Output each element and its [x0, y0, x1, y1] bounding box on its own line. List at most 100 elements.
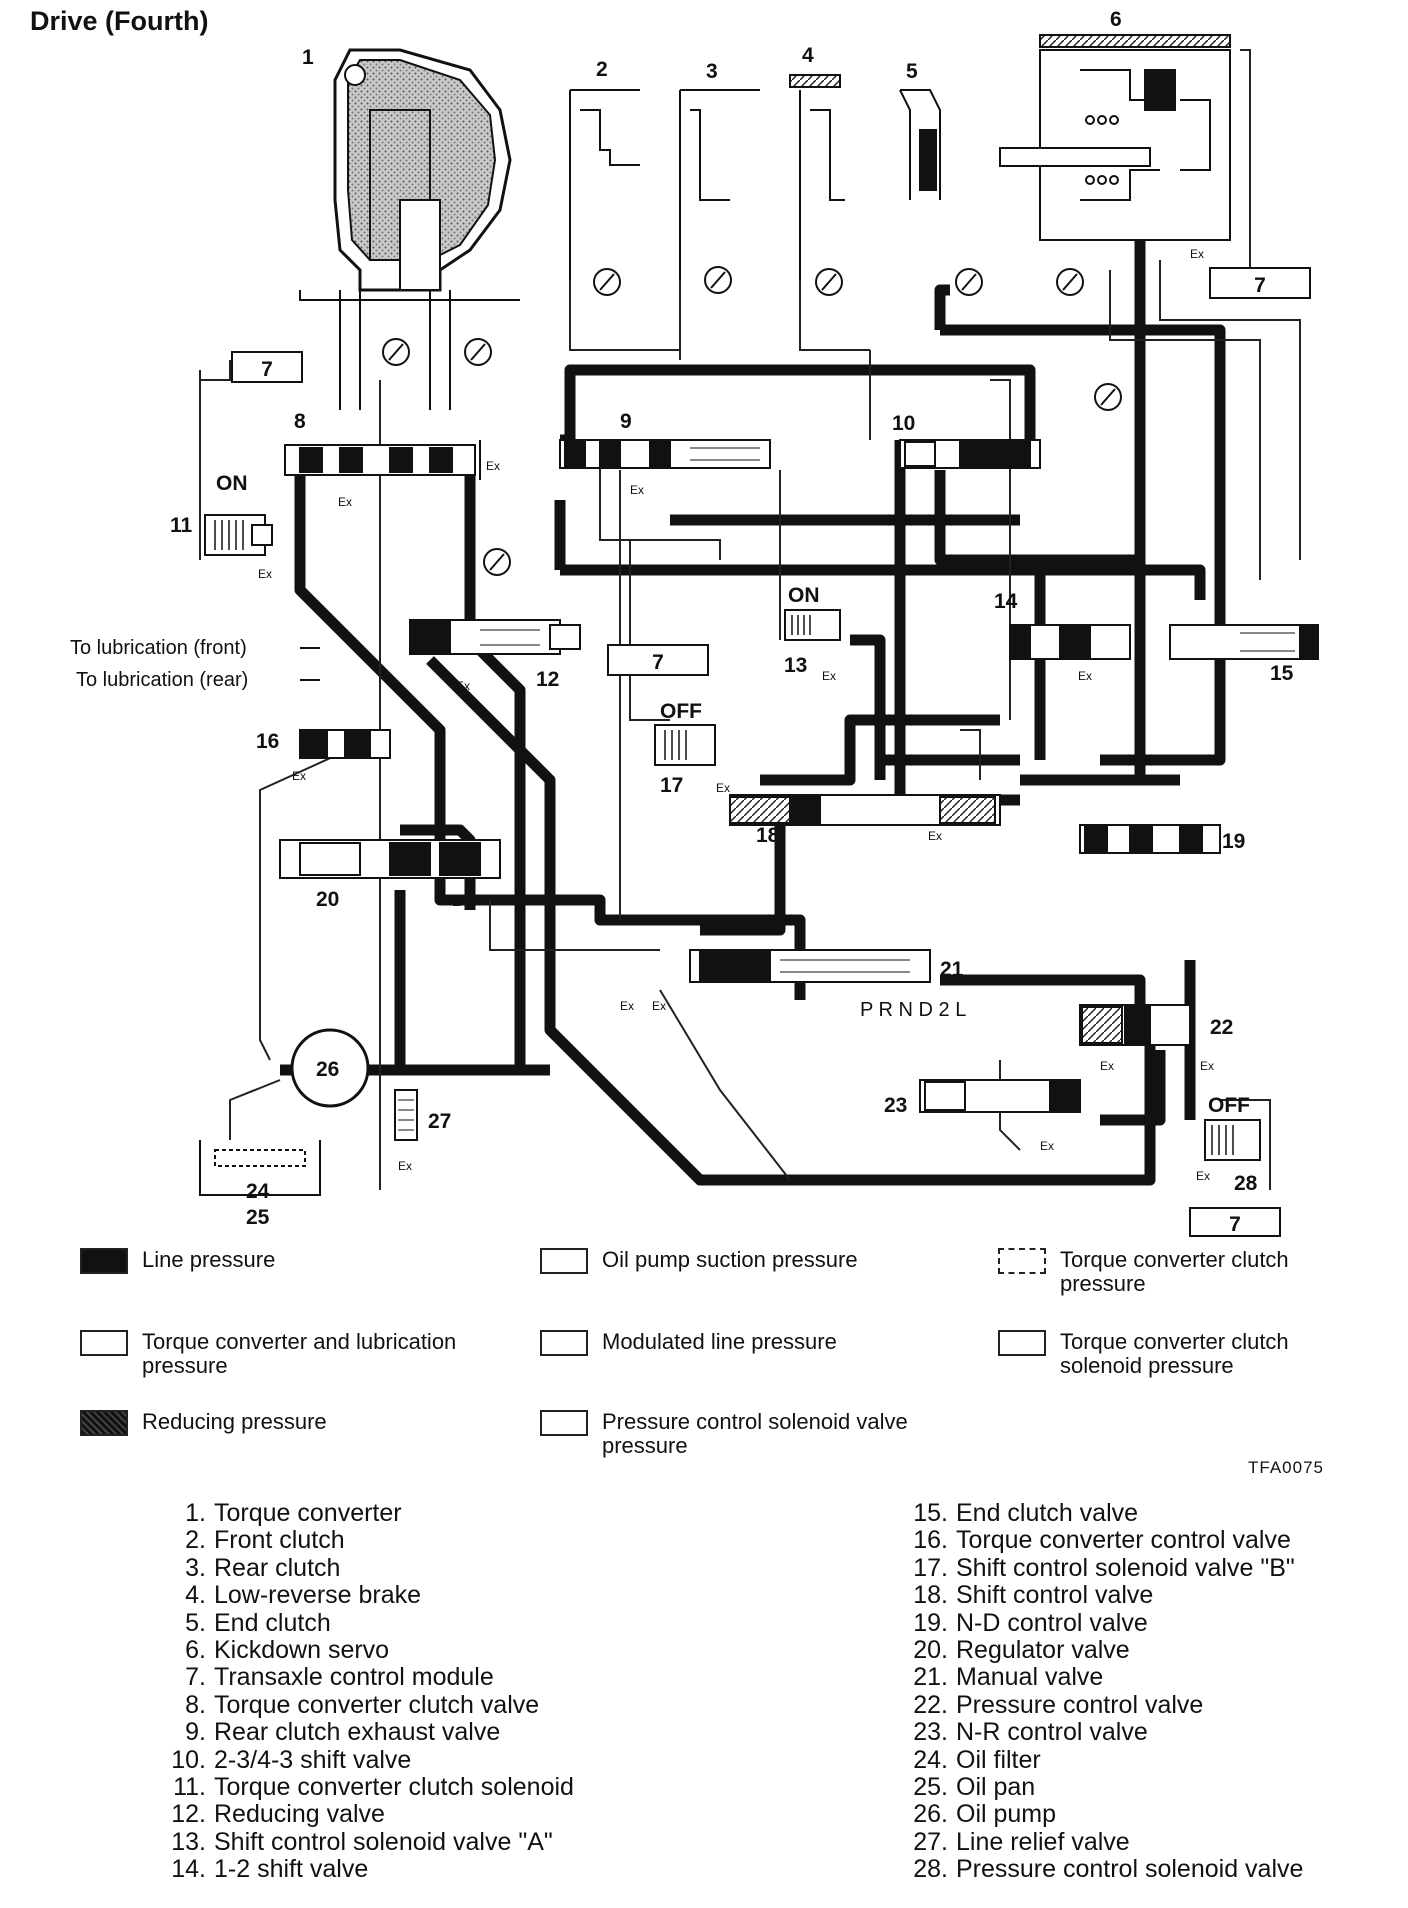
state-13: ON — [788, 584, 820, 607]
tcc-valve — [284, 440, 481, 480]
part-number: 14. — [171, 1855, 206, 1884]
tcm-label-2: 7 — [1254, 274, 1266, 297]
oil-pan — [199, 1140, 321, 1196]
part-list-item: 16.Torque converter control valve — [902, 1527, 1303, 1555]
callout-12: 12 — [536, 668, 559, 691]
ex-label: Ex — [1078, 669, 1092, 683]
part-number: 20. — [913, 1636, 948, 1665]
part-name: End clutch — [214, 1608, 331, 1637]
callout-18: 18 — [756, 824, 780, 847]
part-number: 25. — [913, 1773, 948, 1802]
part-name: Shift control valve — [956, 1581, 1154, 1610]
hydraulic-circuit-diagram: 7 7 7 7 1 2 3 4 5 6 8 9 10 11 12 13 14 1… — [70, 8, 1319, 1237]
legend-label: Torque converter clutch pressure — [1060, 1247, 1289, 1296]
tcm-boxes — [231, 267, 1311, 1237]
tc-control-valve — [299, 729, 391, 759]
shift-solenoid-b — [654, 724, 716, 766]
ex-label: Ex — [1100, 1059, 1114, 1073]
swatch-modulated-line — [540, 1330, 588, 1356]
rear-clutch-exhaust-valve — [559, 439, 771, 469]
part-number: 24. — [913, 1745, 948, 1774]
part-list-item: 14. 1-2 shift valve — [160, 1855, 574, 1884]
callout-1: 1 — [302, 46, 314, 69]
legend-tcc-solenoid: Torque converter clutch solenoid pressur… — [998, 1330, 1338, 1378]
figure-code: TFA0075 — [1248, 1458, 1324, 1477]
legend-line-pressure: Line pressure — [80, 1248, 275, 1274]
part-name: Pressure control solenoid valve — [956, 1855, 1304, 1884]
nd-control-valve — [1079, 824, 1221, 854]
part-number: 22. — [913, 1690, 948, 1719]
part-list-item: 22. Pressure control valve — [902, 1690, 1303, 1719]
part-number: 15. — [913, 1499, 948, 1527]
callout-25: 25 — [246, 1206, 270, 1229]
legend-label: Modulated line pressure — [602, 1329, 837, 1354]
ex-label: Ex — [1200, 1059, 1214, 1073]
callout-10: 10 — [892, 412, 915, 435]
part-list-item: 3.Rear clutch — [160, 1554, 574, 1582]
end-clutch-valve — [1169, 624, 1319, 660]
part-number: 26. — [913, 1800, 948, 1829]
legend-label: Oil pump suction pressure — [602, 1247, 858, 1272]
part-number: 27. — [913, 1827, 948, 1856]
tcm-label-3: 7 — [652, 651, 664, 674]
callout-24: 24 — [246, 1180, 270, 1203]
part-list-item: 10.2-3/4-3 shift valve — [160, 1745, 574, 1774]
part-number: 4. — [185, 1581, 206, 1610]
legend-label: Torque converter clutch solenoid pressur… — [1060, 1329, 1289, 1378]
part-list-item: 26. Oil pump — [902, 1800, 1303, 1829]
part-name: N-D control valve — [956, 1608, 1148, 1637]
part-number: 28. — [913, 1855, 948, 1884]
part-list-item: 6.Kickdown servo — [160, 1636, 574, 1664]
end-clutch — [899, 89, 941, 200]
part-name: Pressure control valve — [956, 1690, 1204, 1719]
shift-valve-2-3-4-3 — [899, 439, 1041, 469]
part-number: 10. — [171, 1745, 206, 1774]
part-number: 1. — [185, 1499, 206, 1527]
callout-14: 14 — [994, 590, 1018, 613]
part-name: 1-2 shift valve — [214, 1855, 369, 1884]
lubrication-front: To lubrication (front) — [70, 637, 247, 659]
part-list-item: 23.N-R control valve — [902, 1718, 1303, 1746]
part-name: Reducing valve — [214, 1800, 385, 1829]
nr-control-valve — [919, 1079, 1081, 1113]
legend-tcc-pressure: Torque converter clutch pressure — [998, 1248, 1338, 1296]
part-list-item: 21.Manual valve — [902, 1664, 1303, 1692]
swatch-line-pressure — [80, 1248, 128, 1274]
front-clutch — [569, 89, 640, 280]
swatch-pcs-valve — [540, 1410, 588, 1436]
legend-label: Reducing pressure — [142, 1409, 327, 1434]
callout-20: 20 — [316, 888, 339, 911]
part-number: 11. — [173, 1773, 206, 1802]
pcs-valve — [1204, 1119, 1261, 1161]
part-name: Oil pump — [956, 1800, 1057, 1829]
part-list-item: 12.Reducing valve — [160, 1800, 574, 1829]
part-list-item: 4. Low-reverse brake — [160, 1581, 574, 1610]
callout-23: 23 — [884, 1094, 907, 1117]
ex-label: Ex — [652, 999, 666, 1013]
oil-pump — [290, 1028, 370, 1108]
callout-4: 4 — [802, 44, 814, 67]
legend-label: Torque converter and lubrication pressur… — [142, 1329, 457, 1378]
part-list-item: 18.Shift control valve — [902, 1581, 1303, 1610]
part-name: Front clutch — [214, 1526, 345, 1555]
callout-28: 28 — [1234, 1172, 1258, 1195]
state-17: OFF — [660, 700, 702, 723]
part-list-item: 20.Regulator valve — [902, 1636, 1303, 1665]
rear-clutch — [679, 89, 760, 280]
part-list-item: 19.N-D control valve — [902, 1608, 1303, 1637]
part-name: Low-reverse brake — [214, 1581, 422, 1610]
part-number: 13. — [171, 1827, 206, 1856]
ex-label: Ex — [292, 769, 306, 783]
tcm-label-4: 7 — [1229, 1213, 1241, 1236]
part-list-item: 7.Transaxle control module — [160, 1663, 574, 1692]
part-number: 7. — [185, 1663, 206, 1692]
low-reverse-brake — [789, 74, 845, 280]
legend-oil-pump-suction: Oil pump suction pressure — [540, 1248, 858, 1274]
part-list-item: 28. Pressure control solenoid valve — [902, 1855, 1304, 1884]
ex-label: Ex — [456, 679, 470, 693]
callout-9: 9 — [620, 410, 632, 433]
manual-valve — [689, 949, 931, 983]
part-name: Torque converter clutch solenoid — [214, 1773, 574, 1802]
callout-16: 16 — [256, 730, 279, 753]
callout-22: 22 — [1210, 1016, 1233, 1039]
